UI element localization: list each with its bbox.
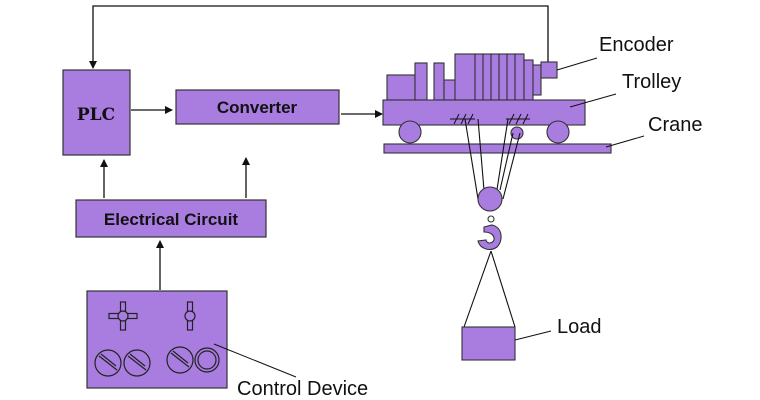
pulley-icon xyxy=(510,126,524,140)
hoist-ropes xyxy=(464,118,521,200)
hook-icon xyxy=(477,224,502,250)
hook-block xyxy=(477,186,503,250)
converter-label: Converter xyxy=(217,98,298,117)
knob-group-left xyxy=(94,349,151,377)
crane-rail xyxy=(383,143,612,154)
converter-block: Converter xyxy=(175,89,340,125)
sling-left xyxy=(463,250,492,328)
plc-block: PLC xyxy=(62,69,131,156)
knob-group-right xyxy=(166,346,220,374)
trolley-label: Trolley xyxy=(622,71,681,93)
control-device-leader xyxy=(213,343,297,378)
load-box xyxy=(461,326,516,361)
control-device-panel xyxy=(86,290,228,389)
trolley-leader xyxy=(569,93,617,108)
plc-label: PLC xyxy=(77,105,115,125)
encoder-leader xyxy=(556,57,598,71)
trolley-assembly xyxy=(382,53,612,154)
encoder-body xyxy=(540,61,558,79)
load-leader xyxy=(514,330,552,341)
trolley-deck xyxy=(382,99,586,126)
electrical-circuit-block: Electrical Circuit xyxy=(75,199,267,238)
wheel-icon xyxy=(398,120,422,144)
joystick-icon xyxy=(108,301,138,331)
load-label: Load xyxy=(557,316,602,338)
anchor-hatches xyxy=(450,113,530,125)
electrical-circuit-label: Electrical Circuit xyxy=(104,210,239,229)
crane-label: Crane xyxy=(648,114,702,136)
lever-icon xyxy=(184,301,196,331)
wheel-icon xyxy=(546,120,570,144)
sling-right xyxy=(490,250,516,328)
encoder-label: Encoder xyxy=(599,34,674,56)
control-device-label: Control Device xyxy=(237,378,368,400)
feedback-line xyxy=(89,5,549,69)
crane-leader xyxy=(605,135,645,148)
